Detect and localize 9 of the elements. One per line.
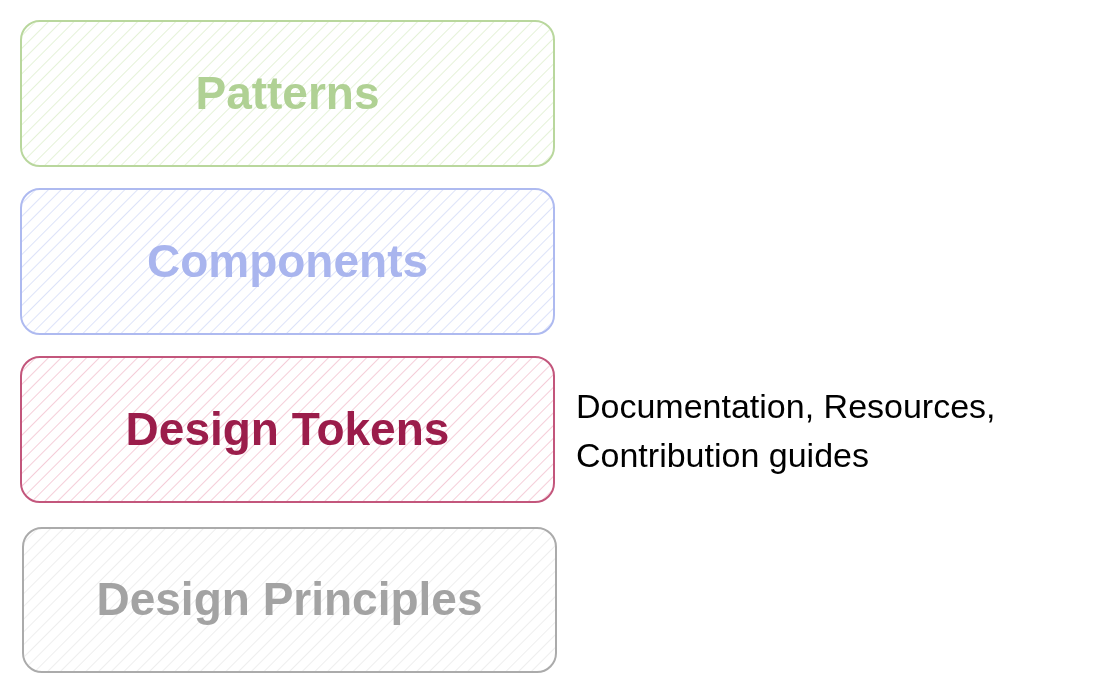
layer-label: Design Principles [96, 572, 483, 628]
layer-box [20, 188, 555, 335]
layer-label: Patterns [195, 65, 380, 121]
layer-box [20, 356, 555, 503]
layer-label: Design Tokens [125, 401, 450, 457]
layer-box [22, 527, 557, 673]
side-note: Documentation, Resources, Contribution guides [576, 386, 997, 477]
layer-label: Components [146, 233, 429, 289]
layer-box [20, 20, 555, 167]
